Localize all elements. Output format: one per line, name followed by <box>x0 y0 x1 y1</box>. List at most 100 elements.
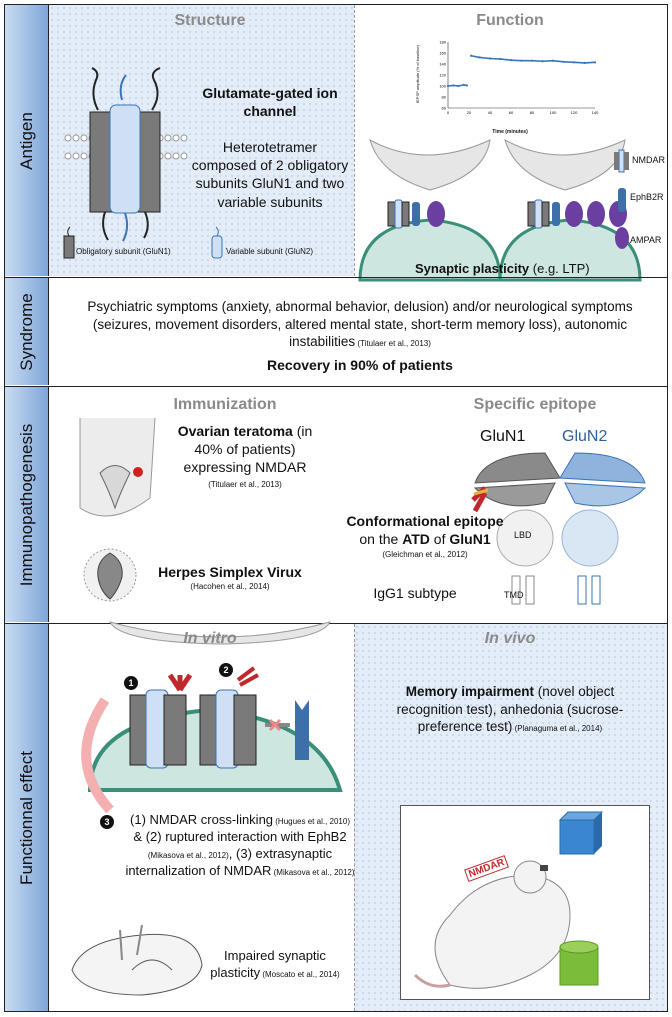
synaptic-plasticity-caption: Synaptic plasticity (e.g. LTP) <box>415 261 590 276</box>
teratoma-cite: (Titulaer et al., 2013) <box>208 480 282 489</box>
outer-frame <box>4 4 668 1012</box>
lbd-label: LBD <box>514 530 532 540</box>
memory-cite: (Planaguma et al., 2014) <box>512 724 603 734</box>
syndrome-cite: (Titulaer et al., 2013) <box>355 339 431 349</box>
conf-of: of <box>429 531 450 548</box>
chart-point <box>509 59 513 62</box>
chart-y-tick: 60 <box>442 106 447 111</box>
recovery-text: Recovery in 90% of patients <box>267 357 453 373</box>
chart-point <box>520 59 523 62</box>
in-vivo-title: In vivo <box>484 630 536 647</box>
mech-a: (1) NMDAR cross-linking <box>130 812 274 827</box>
channel-title: Glutamate-gated ion channel <box>202 85 338 120</box>
mech-cite-1: (Hugues et al., 2010) <box>273 817 350 826</box>
structure-panel-bg <box>49 5 354 276</box>
mech-b: & (2) ruptured interaction with EphB2 <box>133 828 347 844</box>
memory-text: Memory impairment (novel object recognit… <box>380 683 640 736</box>
tmd-label: TMD <box>504 590 524 600</box>
memory-bold: Memory impairment <box>405 684 534 699</box>
chart-point <box>562 60 565 63</box>
chart-y-tick: 100 <box>439 84 446 89</box>
chart-point <box>530 59 534 62</box>
divider-1 <box>5 277 667 278</box>
chart-point <box>593 61 597 64</box>
chart-point <box>452 84 455 87</box>
mech-cite-3: (Mikasova et al., 2012) <box>271 867 355 877</box>
chart-point <box>551 59 555 62</box>
chart-y-tick: 120 <box>439 73 446 78</box>
syndrome-symptoms: Psychiatric symptoms (anxiety, abnormal … <box>87 299 633 350</box>
section-label-antigen: Antigen <box>16 111 36 170</box>
syndrome-text: Psychiatric symptoms (anxiety, abnormal … <box>70 298 650 351</box>
mech-cite-2: (Mikasova et al., 2012) <box>147 850 229 860</box>
chart-x-tick: 40 <box>488 110 493 115</box>
step-2-badge: 2 <box>219 663 233 677</box>
hsv-cite: (Hacohen et al., 2014) <box>190 582 270 591</box>
chart-point <box>462 83 465 86</box>
conf-bold: Conformational epitope <box>346 513 504 529</box>
legend-obligatory: Obligatory subunit (GluN1) <box>76 247 171 256</box>
legend-ephb2r: EphB2R <box>630 192 664 202</box>
mech-c: , (3) extrasynaptic internalization of N… <box>125 845 333 878</box>
chart-y-tick: 160 <box>439 51 446 56</box>
in-vitro-illustration <box>81 666 343 814</box>
conf-on: on the <box>359 531 403 548</box>
chart-point <box>541 60 544 63</box>
chart-y-tick: 80 <box>442 95 447 100</box>
synapse-legend-icons <box>614 149 629 249</box>
synapse-illustration <box>358 138 642 282</box>
chart-x-tick: 140 <box>592 110 599 115</box>
teratoma-rest2: expressing NMDAR <box>183 459 307 476</box>
hippocampus-slice <box>71 924 203 996</box>
ephb2-right <box>552 202 560 226</box>
teratoma-text: Ovarian teratoma (in 40% of patients)exp… <box>170 422 320 477</box>
immunization-title: Immunization <box>173 396 277 413</box>
membrane-left <box>64 134 188 160</box>
mechanism-text: (1) NMDAR cross-linking (Hugues et al., … <box>125 812 355 880</box>
chart-ylabel: fEPSP amplitude (% of baseline) <box>415 45 420 104</box>
conf-cite: (Gleichman et al., 2012) <box>382 550 468 559</box>
chart-x-tick: 20 <box>467 110 472 115</box>
functional-divider <box>354 624 355 1011</box>
ephb2-left <box>412 202 420 226</box>
chart-point <box>499 57 502 61</box>
chart-point <box>470 54 473 57</box>
sidebar-immuno: Immunopathogenesis <box>5 387 49 622</box>
chart-y-tick: 180 <box>439 40 446 45</box>
function-title: Function <box>476 12 544 29</box>
chart-point <box>583 61 586 64</box>
chart-x-tick: 120 <box>571 110 578 115</box>
teratoma-rest1: (in 40% of patients) <box>194 423 313 458</box>
presynaptic-terminal <box>109 621 331 645</box>
memory-rest: (novel object recognition test), anhedon… <box>396 684 624 735</box>
channel-description: Heterotetramer composed of 2 obligatory … <box>191 139 349 210</box>
chart-point <box>572 61 576 64</box>
legend-nmdar: NMDAR <box>632 155 665 165</box>
herpes-virus-icon <box>83 548 137 602</box>
chart-x-tick: 100 <box>550 110 557 115</box>
sidebar-antigen: Antigen <box>5 5 49 276</box>
glun2-label: GluN2 <box>562 428 608 445</box>
chart-point <box>488 57 492 60</box>
impaired-text: Impaired synaptic plasticity <box>210 948 326 980</box>
section-label-functional: Functionnal effect <box>16 750 36 885</box>
epitope-illustration <box>471 452 647 605</box>
ovary-illustration <box>79 417 156 517</box>
nmdar-right <box>527 199 550 229</box>
chart-x-tick: 60 <box>509 110 514 115</box>
chart-x-tick: 80 <box>530 110 535 115</box>
ampar-left <box>427 201 445 227</box>
sidebar-syndrome: Syndrome <box>5 278 49 385</box>
glun1-bold: GluN1 <box>449 531 491 548</box>
teratoma-bold: Ovarian teratoma <box>177 423 293 439</box>
variable-subunit-icon <box>211 226 223 259</box>
section-label-syndrome: Syndrome <box>16 292 36 371</box>
mouse-illustration <box>413 811 604 989</box>
chart-xlabel: Time (minutes) <box>492 129 528 135</box>
legend-variable: Variable subunit (GluN2) <box>226 247 314 256</box>
epitope-title: Specific epitope <box>473 396 597 413</box>
nmdar-left <box>387 199 410 229</box>
